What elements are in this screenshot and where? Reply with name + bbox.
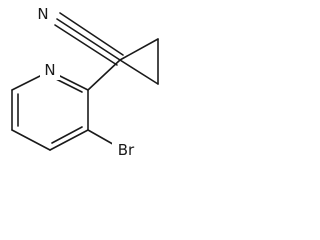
bromine-label: Br [118, 141, 135, 159]
nitrile-nitrogen-atom: N [33, 4, 53, 24]
cyclopropane-ring [119, 38, 159, 85]
pyridine-ring [11, 70, 89, 151]
pyridine-nitrogen-atom: N [40, 60, 60, 80]
nitrile-triple-bond [54, 12, 124, 66]
chemical-structure-diagram: N N Br [11, 4, 159, 160]
cyclopropane-pyridine-bond [87, 59, 121, 91]
bromine-atom: Br [112, 140, 140, 160]
nitrile-nitrogen-label: N [37, 5, 48, 23]
pyridine-nitrogen-label: N [44, 61, 55, 79]
